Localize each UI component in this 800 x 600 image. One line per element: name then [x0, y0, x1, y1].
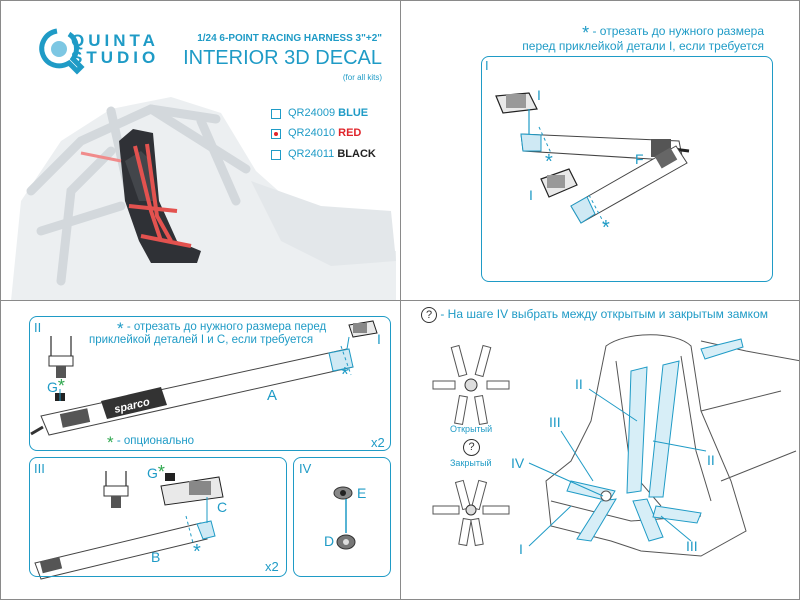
step1-diagram — [495, 92, 690, 226]
part-label-c: C — [217, 499, 228, 515]
variant-blue-label: QR24009 BLUE — [288, 107, 368, 119]
asterisk-icon: * — [157, 462, 165, 482]
g-text: G — [47, 379, 58, 395]
open-label: Открытый — [450, 424, 493, 434]
variant-blue-checkbox[interactable] — [271, 109, 281, 119]
variant-color: BLACK — [337, 148, 376, 160]
step-label: I — [485, 58, 489, 73]
steps-panel: II * - отрезать до нужного размера перед… — [0, 300, 401, 600]
label-iii-lower: III — [686, 538, 698, 554]
quinta-logo-icon — [39, 28, 85, 75]
variant-color: BLUE — [338, 107, 369, 119]
part-label-b: B — [151, 549, 161, 565]
asterisk-icon: * — [193, 541, 201, 563]
variant-red-label: QR24010 RED — [288, 127, 361, 139]
asterisk-icon: * — [107, 433, 114, 452]
variant-black-checkbox[interactable] — [271, 150, 281, 160]
note-text: - отрезать до нужного размера — [592, 24, 764, 38]
brand-line2: STUDIO — [71, 48, 160, 67]
step1-panel: * - отрезать до нужного размера перед пр… — [400, 0, 800, 301]
asterisk-icon: * — [582, 23, 590, 43]
asterisk-icon: * — [602, 217, 610, 239]
product-note: (for all kits) — [342, 73, 382, 82]
question-icon: ? — [421, 307, 437, 323]
step2-diagram — [30, 320, 378, 580]
closed-label: Закрытый — [450, 458, 492, 468]
note-text: - отрезать до нужного размера перед — [126, 321, 327, 333]
part-label-i-top: I — [537, 87, 541, 103]
step1-frame — [481, 56, 773, 282]
variant-code: QR24009 — [288, 107, 336, 119]
part-label-g: G* — [47, 376, 65, 397]
brand-line1: QUINTA — [71, 31, 159, 50]
question-icon: ? — [463, 439, 480, 456]
label-iv: IV — [511, 455, 525, 471]
assembly-diagram — [432, 334, 799, 557]
asterisk-icon: * — [117, 319, 124, 338]
variant-code: QR24010 — [288, 127, 336, 139]
part-label-i: I — [377, 331, 381, 347]
asterisk-icon: * — [545, 151, 553, 173]
q-text: ? — [468, 441, 475, 453]
label-i: I — [519, 541, 523, 557]
part-label-d: D — [324, 533, 335, 549]
step2-note-line2: приклейкой деталей I и C, если требуется — [89, 334, 314, 346]
step3-frame — [29, 457, 287, 577]
multiplier: x2 — [371, 435, 385, 450]
part-label-f: F — [635, 151, 644, 167]
variant-color: RED — [338, 127, 362, 139]
assembly-note: ? - На шаге IV выбрать между открытым и … — [421, 307, 768, 323]
part-label-e: E — [357, 485, 367, 501]
note-text: - На шаге IV выбрать между открытым и за… — [440, 307, 768, 321]
variant-red-checkbox[interactable] — [271, 129, 281, 139]
step-label: III — [34, 461, 45, 476]
asterisk-icon: * — [341, 364, 349, 386]
step2-frame — [29, 316, 391, 451]
part-label-a: A — [267, 387, 278, 404]
step-label: IV — [299, 461, 312, 476]
label-ii-right: II — [707, 452, 715, 468]
optional-text: - опционально — [116, 435, 195, 447]
assembly-panel: ? - На шаге IV выбрать между открытым и … — [400, 300, 800, 600]
label-ii-upper: II — [575, 376, 583, 392]
g-text: G — [147, 465, 158, 481]
variant-code: QR24011 — [288, 148, 335, 160]
part-label-i-low: I — [529, 187, 533, 203]
step-label: II — [34, 320, 42, 335]
multiplier: x2 — [265, 559, 279, 574]
product-title: INTERIOR 3D DECAL — [183, 47, 382, 69]
label-iii-upper: III — [549, 414, 561, 430]
asterisk-icon: * — [57, 376, 65, 396]
optional-legend: * - опционально — [107, 433, 194, 453]
step2-note-line1: * - отрезать до нужного размера перед — [117, 319, 326, 339]
car-interior-render-image — [11, 97, 396, 300]
checked-dot-icon — [274, 132, 278, 136]
cover-panel: QUINTA STUDIO 1/24 6-POINT RACING HARNES… — [0, 0, 401, 301]
step4-frame — [293, 457, 391, 577]
step1-note-line1: * - отрезать до нужного размера — [582, 23, 764, 44]
part-label-g: G* — [147, 462, 165, 483]
variant-black-label: QR24011 BLACK — [288, 148, 376, 160]
product-subtitle: 1/24 6-POINT RACING HARNESS 3"+2" — [197, 33, 382, 44]
step1-note-line2: перед приклейкой детали I, если требуетс… — [522, 39, 764, 53]
